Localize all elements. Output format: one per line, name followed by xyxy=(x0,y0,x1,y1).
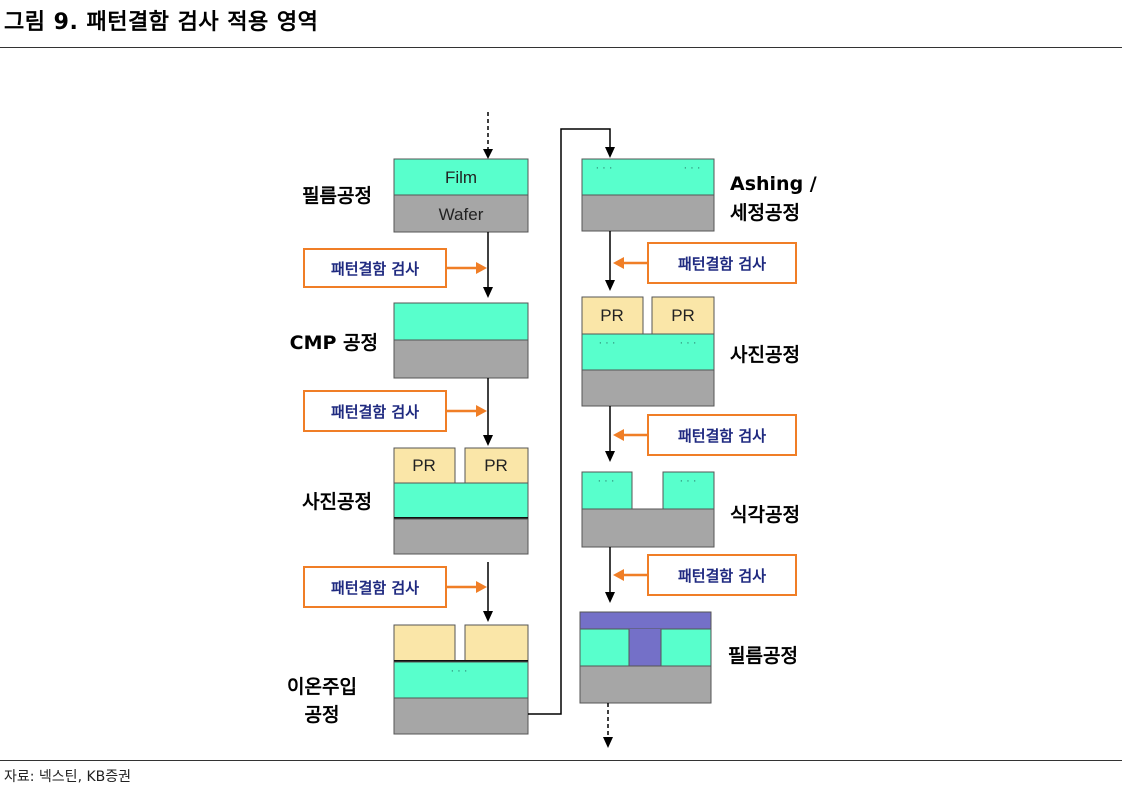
inspection-label: 패턴결함 검사 xyxy=(331,579,419,597)
inspection-label: 패턴결함 검사 xyxy=(331,403,419,421)
film-fill-stack xyxy=(579,611,712,704)
input-arrow xyxy=(483,112,493,159)
dots-mark: · · · xyxy=(679,337,696,349)
dots-mark: · · · xyxy=(679,475,696,487)
pr-label: PR xyxy=(484,456,508,475)
dots-mark: · · · xyxy=(450,665,467,677)
pr-label: PR xyxy=(412,456,436,475)
dots-mark: · · · xyxy=(598,337,615,349)
inspection-label: 패턴결함 검사 xyxy=(678,427,766,445)
top-divider xyxy=(0,47,1122,48)
column-connector xyxy=(528,128,615,715)
inspection-box: 패턴결함 검사 xyxy=(613,554,797,596)
step-ion-implant-2: 공정 xyxy=(305,704,340,726)
inspection-box: 패턴결함 검사 xyxy=(613,414,797,456)
inspection-box: 패턴결함 검사 xyxy=(303,390,487,432)
step-photo-right: 사진공정 xyxy=(730,344,800,366)
step-film-left: 필름공정 xyxy=(302,185,372,207)
step-etch: 식각공정 xyxy=(730,504,800,526)
inspection-box: 패턴결함 검사 xyxy=(613,242,797,284)
flow-arrow xyxy=(483,232,493,298)
inspection-box: 패턴결함 검사 xyxy=(303,248,487,288)
pr-label: PR xyxy=(671,306,695,325)
step-cmp: CMP 공정 xyxy=(290,332,378,354)
step-ashing: Ashing / xyxy=(730,173,817,195)
film-label: Film xyxy=(445,168,477,187)
wafer-label: Wafer xyxy=(439,205,484,224)
output-arrow xyxy=(603,703,613,748)
flow-arrow xyxy=(483,562,493,622)
inspection-label: 패턴결함 검사 xyxy=(678,255,766,273)
flow-arrow xyxy=(605,406,615,462)
flow-arrow xyxy=(605,547,615,603)
figure-title: 그림 9. 패턴결함 검사 적용 영역 xyxy=(4,10,319,35)
flow-arrow xyxy=(605,231,615,291)
pr-label: PR xyxy=(600,306,624,325)
inspection-label: 패턴결함 검사 xyxy=(678,567,766,585)
step-film-right: 필름공정 xyxy=(728,645,798,667)
inspection-label: 패턴결함 검사 xyxy=(331,260,419,278)
step-photo-left: 사진공정 xyxy=(302,491,372,513)
bottom-divider xyxy=(0,760,1122,761)
inspection-box: 패턴결함 검사 xyxy=(303,566,487,608)
etch-stack: · · · · · · xyxy=(581,471,715,548)
photo-stack-right: PR PR · · · · · · xyxy=(581,296,715,407)
ashing-stack: · · · · · · xyxy=(581,158,715,232)
photo-stack-left: PR PR xyxy=(393,447,529,555)
film-wafer-stack: Film Wafer xyxy=(393,158,529,233)
ion-implant-stack: · · · xyxy=(393,624,529,735)
source-note: 자료: 넥스틴, KB증권 xyxy=(4,769,132,785)
dots-mark: · · · xyxy=(595,162,612,174)
step-ion-implant: 이온주입 xyxy=(287,676,357,698)
dots-mark: · · · xyxy=(597,475,614,487)
flow-arrow xyxy=(483,378,493,446)
dots-mark: · · · xyxy=(683,162,700,174)
cmp-stack xyxy=(393,302,529,379)
step-cleaning: 세정공정 xyxy=(730,202,800,224)
